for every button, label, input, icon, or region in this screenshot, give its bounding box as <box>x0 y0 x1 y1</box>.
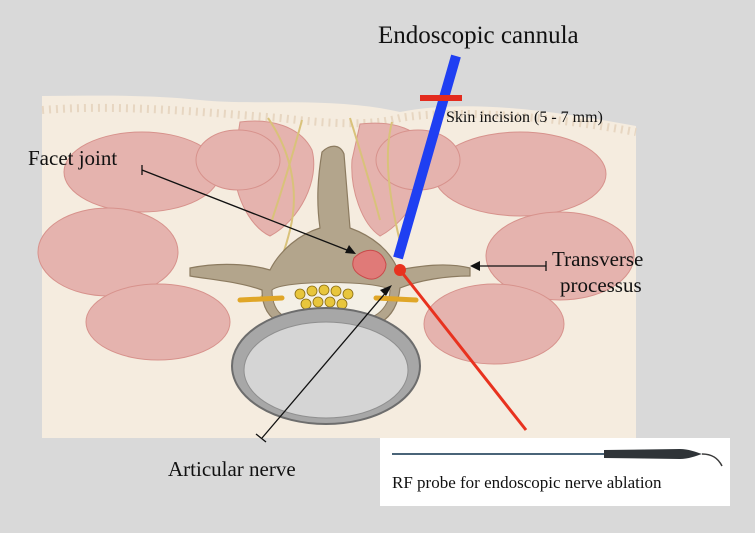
endoscopic-cannula <box>393 54 461 260</box>
transverse-processus-label: Transverse processus <box>552 246 643 299</box>
rf-probe-tip <box>394 264 406 276</box>
facet-joint-leader <box>141 169 353 253</box>
rf-probe-label: RF probe for endoscopic nerve ablation <box>392 473 662 492</box>
transverse-processus-line-2: processus <box>560 273 642 298</box>
rf-probe-panel <box>380 438 730 506</box>
endoscopic-cannula-label: Endoscopic cannula <box>378 22 579 49</box>
cross-section-panel <box>37 95 637 439</box>
transverse-processus-line-1: Transverse <box>552 247 644 271</box>
vertebral-disc <box>231 307 421 425</box>
rf-probe-device <box>392 449 723 467</box>
articular-nerve-arrow <box>380 285 392 296</box>
transverse-processus-arrow <box>470 261 480 271</box>
facet-joint-arrow <box>345 245 356 254</box>
vertebra <box>189 145 471 325</box>
articular-nerve-label: Articular nerve <box>168 457 296 481</box>
skin-incision-label: Skin incision (5 - 7 mm) <box>446 109 603 126</box>
rf-probe-line <box>398 269 528 431</box>
articular-nerve-leader <box>261 289 389 439</box>
facet-joint-label: Facet joint <box>28 146 118 170</box>
